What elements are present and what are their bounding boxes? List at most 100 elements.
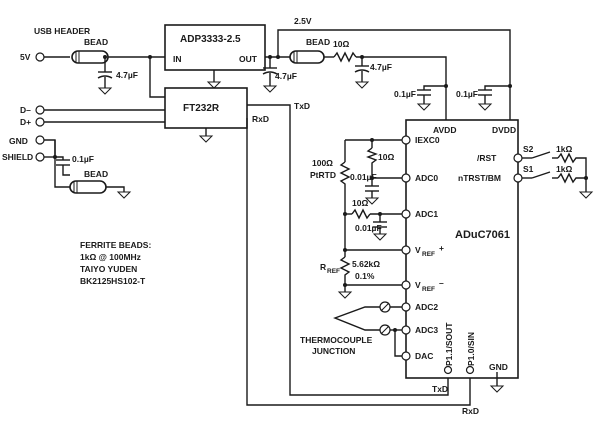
pin-gnd-mcu: GND	[489, 362, 508, 393]
svg-text:V: V	[415, 245, 421, 255]
switch-s1-label: S1	[523, 164, 534, 174]
txd-label: TxD	[294, 101, 310, 111]
regulator-in: IN	[173, 54, 182, 64]
svg-text:REF: REF	[422, 251, 435, 258]
regulator-name: ADP3333-2.5	[180, 34, 241, 45]
label-shield: SHIELD	[2, 152, 33, 162]
pin-iexc0: IEXC0	[401, 135, 440, 145]
cap-avdd	[417, 89, 431, 96]
wire-5v-ftdi	[149, 57, 165, 98]
thermocouple-label: THERMOCOUPLE	[300, 335, 373, 345]
c-adc0-value: 0.01µF	[350, 172, 377, 182]
bead-label-1: BEAD	[84, 37, 108, 47]
ground-symbol	[372, 233, 388, 241]
resistor-s2	[557, 152, 587, 192]
ground-symbol	[489, 385, 505, 393]
rfilt-value: 10Ω	[333, 39, 349, 49]
pin-dplus	[35, 117, 45, 127]
svg-text:P1.1/SOUT: P1.1/SOUT	[444, 322, 454, 366]
resistor-10r-adc1	[351, 208, 371, 220]
switch-s1[interactable]	[531, 171, 551, 179]
ground-symbol	[578, 191, 594, 199]
wire-rxd	[246, 118, 471, 406]
cfilt-value: 4.7µF	[370, 62, 392, 72]
ground-symbol	[354, 81, 370, 89]
svg-text:IEXC0: IEXC0	[415, 135, 440, 145]
cap-cout	[262, 67, 278, 75]
svg-text:ADC3: ADC3	[415, 325, 438, 335]
rref-tolerance: 0.1%	[355, 271, 375, 281]
resistor-10r-filter	[333, 51, 357, 63]
r-iexc-value: 10Ω	[378, 152, 394, 162]
rxd-label: RxD	[252, 114, 269, 124]
rref-value: 5.62kΩ	[352, 259, 380, 269]
pin-5v	[35, 52, 45, 62]
pin-dac: DAC	[401, 351, 433, 361]
regulator-box	[164, 24, 266, 71]
svg-text:ADC2: ADC2	[415, 302, 438, 312]
cout-value: 4.7µF	[275, 71, 297, 81]
cap-cin	[97, 71, 113, 79]
rref-sub: REF	[327, 268, 340, 275]
pin-adc1: ADC1	[401, 209, 438, 219]
rxd-label-bottom: RxD	[462, 406, 479, 416]
pin-avdd: AVDD	[433, 125, 456, 135]
label-5v: 5V	[20, 52, 31, 62]
svg-text:ADC0: ADC0	[415, 173, 438, 183]
resistor-10r-adc0	[366, 147, 378, 178]
pin-p10: P1.0/SIN	[465, 332, 476, 375]
svg-text:REF: REF	[422, 286, 435, 293]
r-adc1-value: 10Ω	[352, 198, 368, 208]
aduc7061-name: ADuC7061	[455, 229, 510, 241]
rs1-value: 1kΩ	[556, 164, 572, 174]
svg-text:nTRST/BM: nTRST/BM	[458, 173, 501, 183]
bead-avdd	[289, 50, 325, 64]
svg-text:–: –	[439, 278, 444, 288]
label-gnd: GND	[9, 136, 28, 146]
pin-p11: P1.1/SOUT	[443, 322, 454, 375]
rtd-value: 100Ω	[312, 158, 333, 168]
bead-label-3: BEAD	[84, 169, 108, 179]
aduc7061-box	[405, 119, 519, 379]
ground-symbol	[364, 197, 380, 205]
txd-label-bottom: TxD	[432, 384, 448, 394]
regulator-out: OUT	[239, 54, 258, 64]
rail-label: 2.5V	[294, 16, 312, 26]
bead-shield	[69, 180, 107, 194]
pin-dvdd: DVDD	[492, 125, 516, 135]
pin-dminus	[35, 105, 45, 115]
svg-text:GND: GND	[489, 362, 508, 372]
pin-gnd	[35, 135, 45, 145]
pin-vref-minus: V REF –	[401, 278, 444, 293]
cap-dvdd	[478, 89, 492, 96]
ground-symbol	[116, 191, 132, 199]
thermocouple-wires	[333, 306, 380, 331]
rref-label: R	[320, 262, 326, 272]
cin-value: 4.7µF	[116, 70, 138, 80]
svg-text:P1.0/SIN: P1.0/SIN	[466, 332, 476, 366]
label-dminus: D–	[20, 105, 31, 115]
note-line-1: FERRITE BEADS:	[80, 240, 151, 250]
thermocouple-junction: JUNCTION	[312, 346, 355, 356]
rail-2v5	[277, 29, 511, 120]
resistor-ptrtd	[339, 161, 351, 250]
cap-shield	[56, 159, 70, 166]
wire-txd	[247, 104, 449, 396]
svg-text:ADC1: ADC1	[415, 209, 438, 219]
pin-adc3: ADC3	[401, 325, 438, 335]
rs2-value: 1kΩ	[556, 144, 572, 154]
note-line-3: TAIYO YUDEN	[80, 264, 137, 274]
pin-adc2: ADC2	[401, 302, 438, 312]
bead-label-2: BEAD	[306, 37, 330, 47]
svg-text:/RST: /RST	[477, 153, 497, 163]
ground-symbol	[97, 87, 113, 95]
cdvdd-value: 0.1µF	[456, 89, 478, 99]
cap-adc0	[365, 185, 379, 192]
pin-adc0: ADC0	[401, 173, 438, 183]
cap-cfilt	[354, 65, 370, 73]
cavdd-value: 0.1µF	[394, 89, 416, 99]
resistor-rref	[339, 256, 351, 285]
switch-s2[interactable]	[531, 151, 551, 159]
label-dplus: D+	[20, 117, 31, 127]
